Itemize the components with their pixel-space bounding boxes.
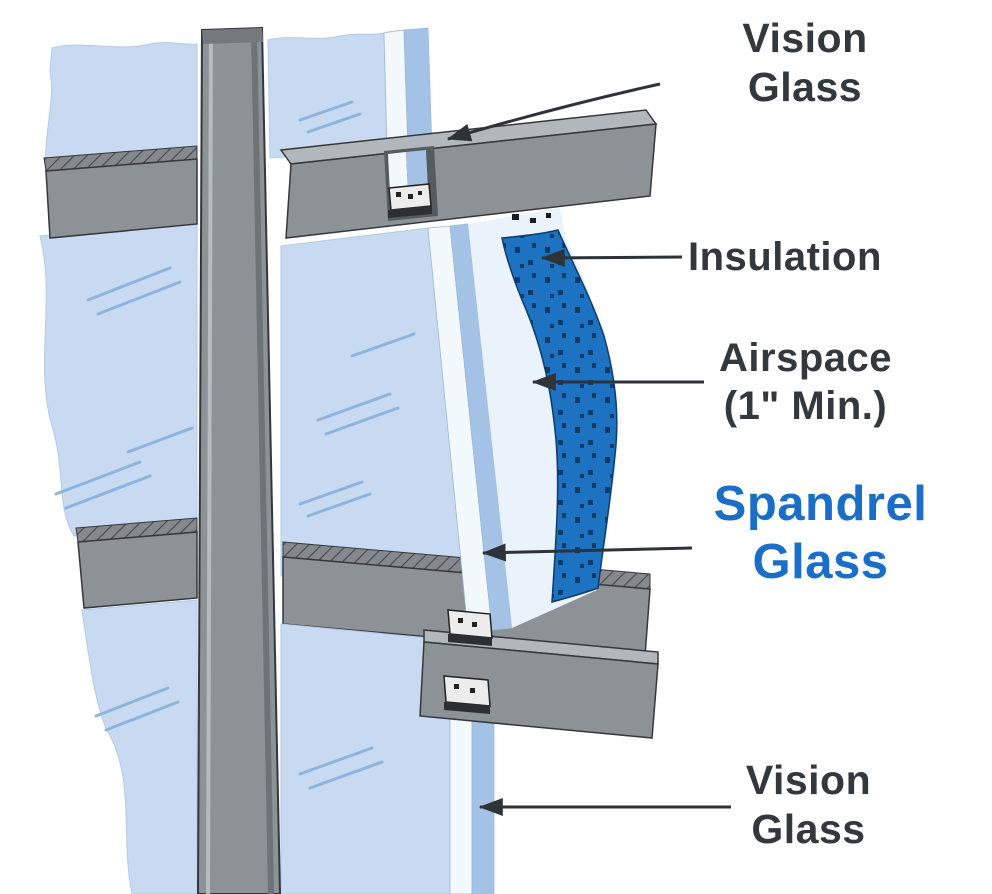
label-vision-glass-bottom: Vision Glass <box>706 756 911 854</box>
horizontal-mullion-top <box>279 109 658 239</box>
vertical-mullion <box>196 26 282 894</box>
label-line: Airspace <box>719 336 892 380</box>
vision-glass-upper <box>267 27 433 159</box>
label-line: Glass <box>752 534 889 589</box>
glass-reflection-lines <box>298 746 384 790</box>
label-line: Vision <box>745 757 872 803</box>
horizontal-mullion-left-segments <box>43 145 198 609</box>
spandrel-glass-arrow <box>481 543 693 562</box>
label-spandrel-glass: Spandrel Glass <box>678 476 963 592</box>
glass-reflection-lines <box>298 332 416 518</box>
vision-glass-top-arrow <box>446 82 661 142</box>
glass-reflection-lines <box>54 266 194 732</box>
label-line: Insulation <box>688 235 882 279</box>
glass-reflection-lines <box>298 100 362 134</box>
label-vision-glass-top: Vision Glass <box>700 14 910 112</box>
label-airspace: Airspace (1" Min.) <box>688 334 923 430</box>
label-line: (1" Min.) <box>723 384 888 428</box>
left-glass-panes <box>39 42 198 894</box>
insulation-arrow <box>540 248 683 267</box>
label-line: Glass <box>751 806 866 853</box>
annotation-arrows <box>446 82 731 816</box>
insulation-batt <box>501 213 618 604</box>
label-line: Spandrel <box>713 477 928 531</box>
label-insulation: Insulation <box>688 233 882 281</box>
glazing-pocket-middle <box>443 609 493 714</box>
glazing-pocket-top <box>384 146 438 221</box>
label-line: Glass <box>747 64 863 111</box>
label-line: Vision <box>742 15 868 61</box>
